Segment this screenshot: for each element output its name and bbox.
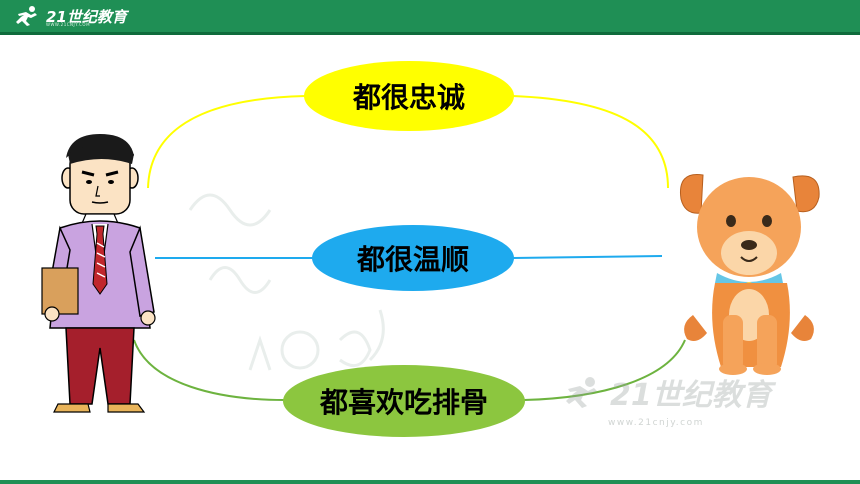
watermark-logo: 21世纪教育 [560, 370, 772, 414]
watermark-url: www.21cnjy.com [608, 418, 704, 428]
connector-middle-right [512, 255, 663, 259]
trait-pill-loyal: 都很忠诚 [304, 61, 514, 131]
brand-name: 21世纪教育 [46, 7, 127, 26]
runner-icon [16, 6, 37, 26]
brand-url: WWW.21CNJY.COM [46, 22, 91, 27]
trait-pill-gentle: 都很温顺 [312, 225, 514, 291]
connector-bottom [133, 339, 286, 401]
person-icon [41, 134, 156, 413]
header-bar: 21世纪教育 WWW.21CNJY.COM [0, 0, 860, 32]
watermark-name: 21世纪教育 [610, 378, 772, 413]
header-underline [0, 32, 860, 35]
connector-top-right [512, 95, 669, 189]
connector-top [147, 95, 306, 189]
watermark-runner-icon [566, 377, 597, 408]
connector-bottom-right [523, 339, 686, 401]
footer-bar [0, 480, 860, 484]
brand-logo: 21世纪教育 [12, 2, 127, 30]
background-letters-decoration [188, 193, 385, 371]
trait-pill-ribs: 都喜欢吃排骨 [283, 365, 525, 437]
dog-icon [679, 174, 820, 375]
